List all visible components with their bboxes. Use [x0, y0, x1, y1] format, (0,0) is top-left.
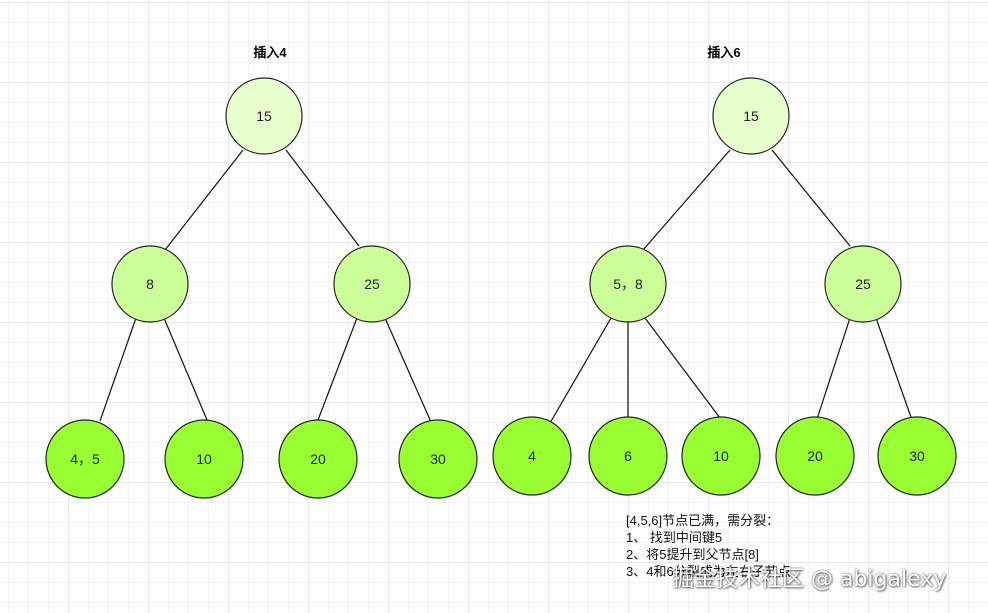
node-label: 8: [146, 276, 154, 292]
left-node-25: 25: [333, 245, 411, 323]
node-label: 4，5: [70, 451, 100, 467]
node-label: 4: [528, 448, 536, 464]
node-label: 20: [310, 451, 326, 467]
node-label: 30: [430, 451, 446, 467]
node-label: 15: [256, 108, 272, 124]
right-tree-title: 插入6: [707, 45, 740, 60]
node-label: 25: [855, 276, 871, 292]
node-label: 20: [807, 448, 823, 464]
edge-58-10: [644, 317, 721, 419]
edge-25-30: [384, 317, 432, 423]
edge-15-25-right: [771, 149, 851, 247]
edge-15-25: [285, 149, 360, 247]
left-tree-title: 插入4: [253, 45, 287, 60]
split-explanation-note: [4,5,6]节点已满，需分裂： 1、 找到中间键5 2、将5提升到父节点[8]…: [626, 512, 791, 580]
node-label: 15: [743, 108, 759, 124]
right-leaf-6: 6: [588, 416, 668, 496]
right-root-node: 15: [712, 77, 790, 155]
right-leaf-20: 20: [775, 416, 855, 496]
watermark: 掘金技术社区 @ abigalexy: [672, 567, 947, 592]
edge-15-58: [642, 149, 731, 251]
note-line: 2、将5提升到父节点[8]: [626, 547, 759, 562]
left-tree-edges: [99, 149, 432, 423]
right-node-5-8: 5，8: [589, 245, 667, 323]
edge-15-8: [164, 149, 244, 251]
right-leaf-4: 4: [492, 416, 572, 496]
node-label: 30: [909, 448, 925, 464]
note-line: 1、 找到中间键5: [626, 530, 723, 545]
right-node-25: 25: [824, 245, 902, 323]
left-leaf-10: 10: [164, 419, 244, 499]
right-tree-edges: [549, 149, 913, 424]
node-label: 10: [713, 448, 729, 464]
left-node-8: 8: [111, 245, 189, 323]
left-leaf-30: 30: [398, 419, 478, 499]
left-root-node: 15: [225, 77, 303, 155]
edge-8-45: [99, 317, 137, 422]
right-leaf-30: 30: [877, 416, 957, 496]
node-label: 6: [624, 448, 632, 464]
note-line: 3、4和6分裂成为左右子节点: [626, 564, 791, 579]
node-label: 5，8: [613, 276, 643, 292]
edge-58-4: [549, 317, 612, 424]
left-leaf-4-5: 4，5: [45, 419, 125, 499]
node-label: 10: [196, 451, 212, 467]
edge-25-30-right: [875, 317, 913, 421]
edge-25-20: [317, 317, 358, 421]
node-label: 25: [364, 276, 380, 292]
right-leaf-10: 10: [681, 416, 761, 496]
edge-25-20-right: [816, 317, 851, 420]
left-leaf-20: 20: [278, 419, 358, 499]
edge-8-10: [163, 317, 208, 421]
note-line: [4,5,6]节点已满，需分裂：: [626, 513, 780, 528]
